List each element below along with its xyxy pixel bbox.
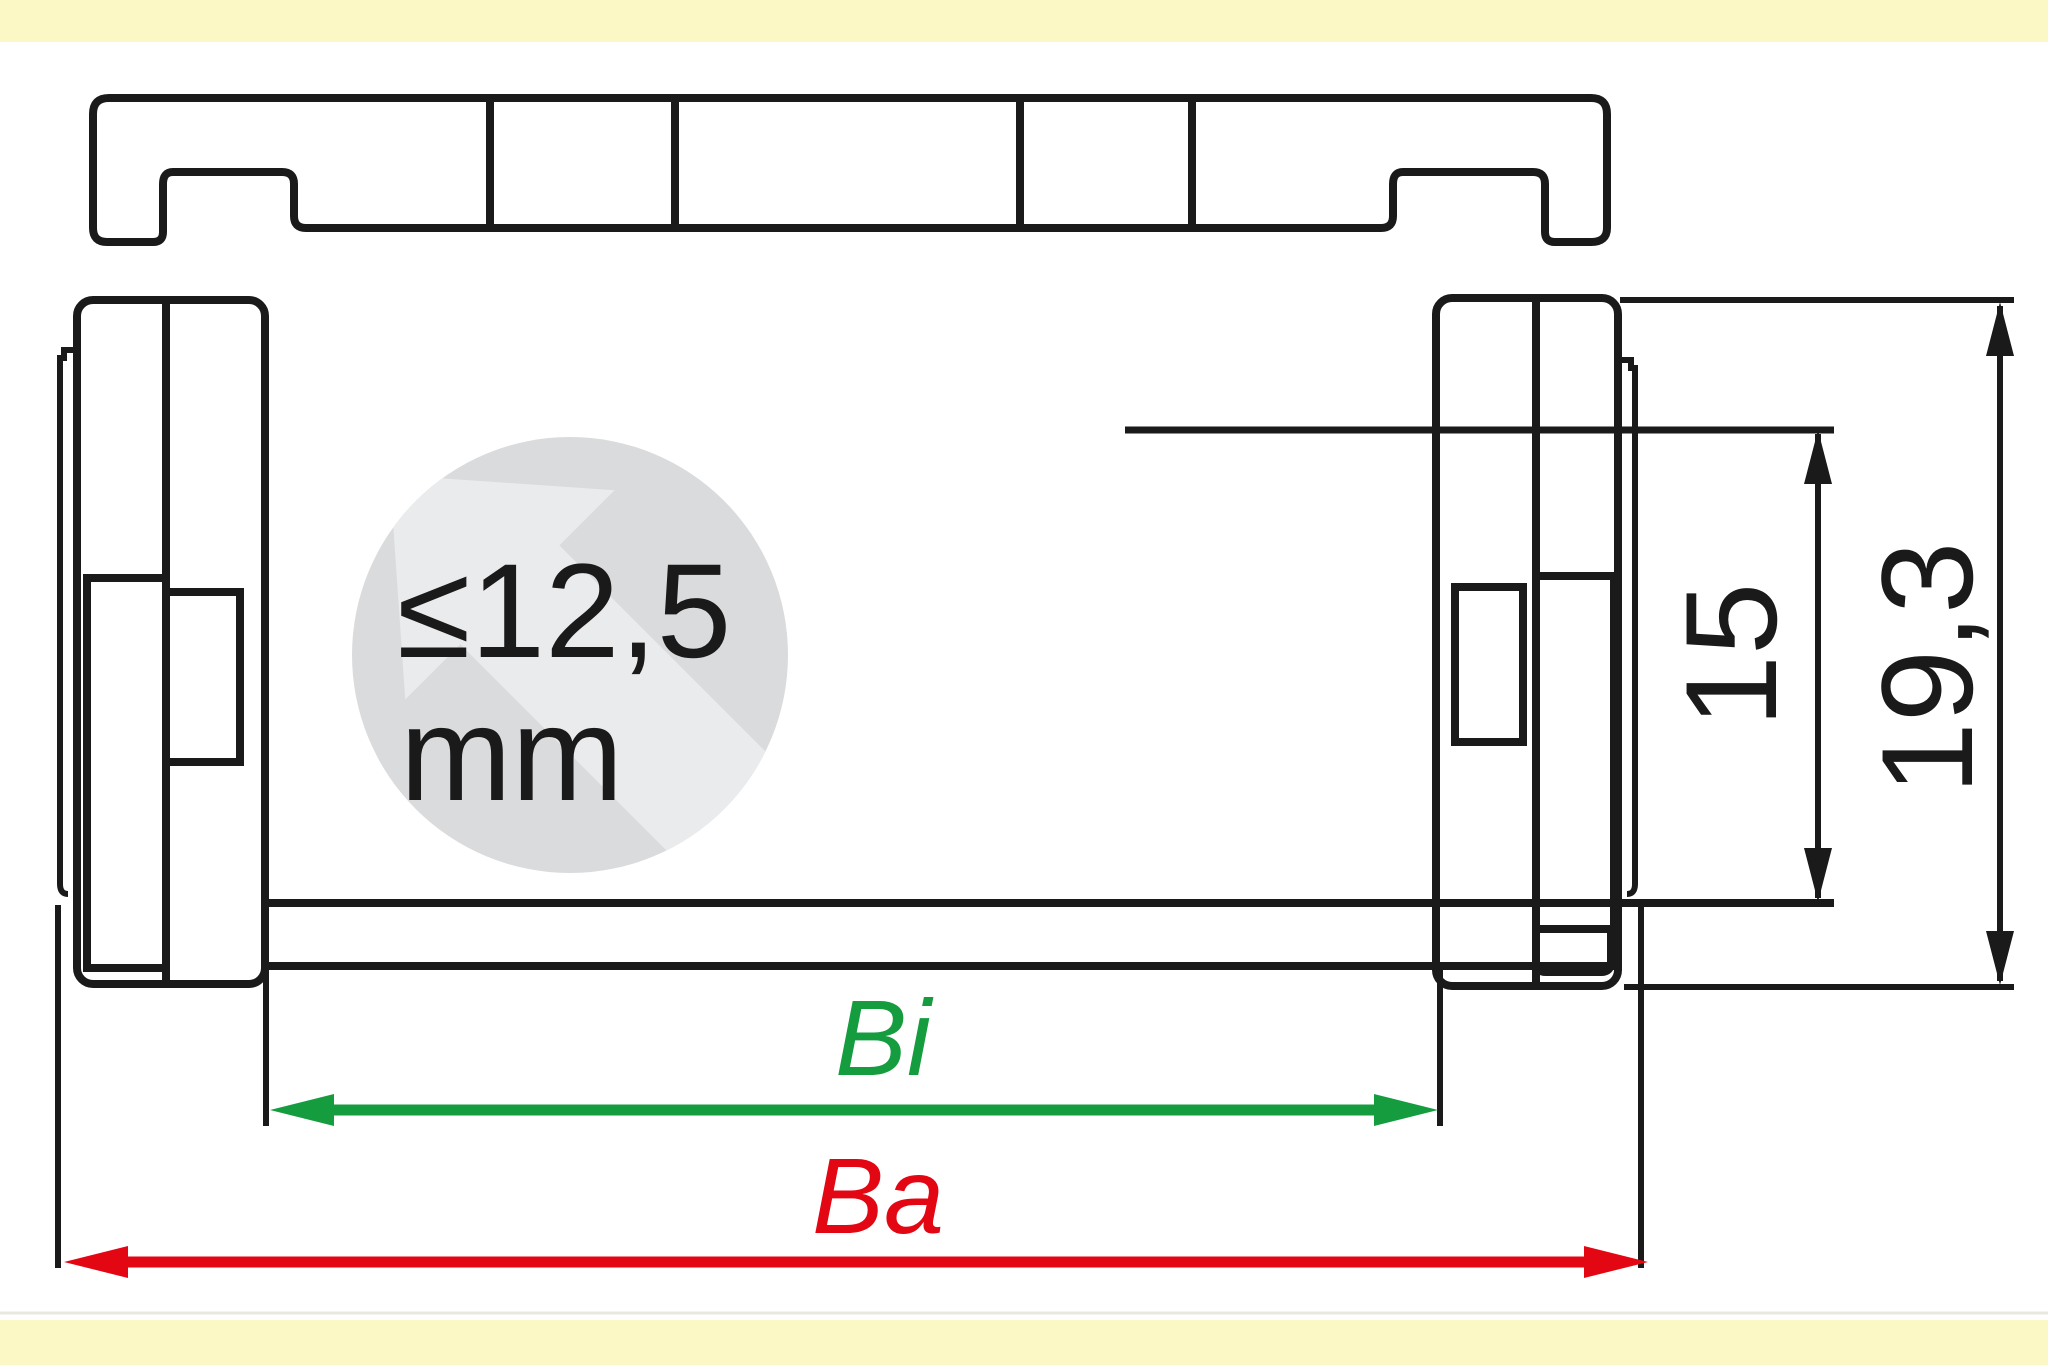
right-link-outer-contour (1618, 357, 1638, 897)
dim-ba-arrowhead-right (1584, 1246, 1648, 1278)
dim-bi-label: Bi (835, 977, 934, 1098)
crossbar-outline (89, 94, 1611, 246)
dim-ba-arrowhead-left (64, 1246, 128, 1278)
dim-ba-label: Ba (812, 1135, 944, 1256)
dim-bi-label-text: Bi (835, 977, 934, 1098)
right-side-link (1432, 294, 1638, 990)
watermark-value: ≤12,5 (397, 537, 731, 686)
dimension-19-3: 19,3 (1620, 297, 2014, 990)
watermark-unit: mm (400, 680, 623, 829)
dim-15-arrowhead-down (1804, 848, 1832, 902)
dim-193-arrowhead-up (1986, 302, 2014, 356)
dimension-bi: Bi (263, 968, 1443, 1126)
dim-193-label: 19,3 (1854, 541, 2000, 794)
watermark-badge: ≤12,5 mm (352, 437, 788, 873)
front-view-section (57, 294, 1834, 990)
top-yellow-band (0, 0, 2048, 42)
dim-bi-arrowhead-right (1374, 1094, 1438, 1126)
left-link-window-large (83, 574, 170, 972)
left-link-outline (73, 296, 269, 988)
dim-193-arrowhead-down (1986, 931, 2014, 985)
dim-bi-arrowhead-left (270, 1094, 334, 1126)
dim-15-label: 15 (1658, 583, 1804, 728)
dimension-ba: Ba (55, 905, 1648, 1278)
dim-15-arrowhead-up (1804, 430, 1832, 484)
left-link-outer-contour (57, 347, 77, 897)
bottom-yellow-band (0, 1320, 2048, 1365)
dimension-15: 15 (1125, 426, 1834, 902)
top-view-crossbar (89, 94, 1611, 246)
right-link-window-large (1532, 572, 1618, 933)
left-link-window-small (162, 588, 244, 766)
right-link-window-small (1451, 583, 1527, 746)
dim-ba-label-text: Ba (812, 1135, 944, 1256)
left-side-link (57, 296, 269, 988)
